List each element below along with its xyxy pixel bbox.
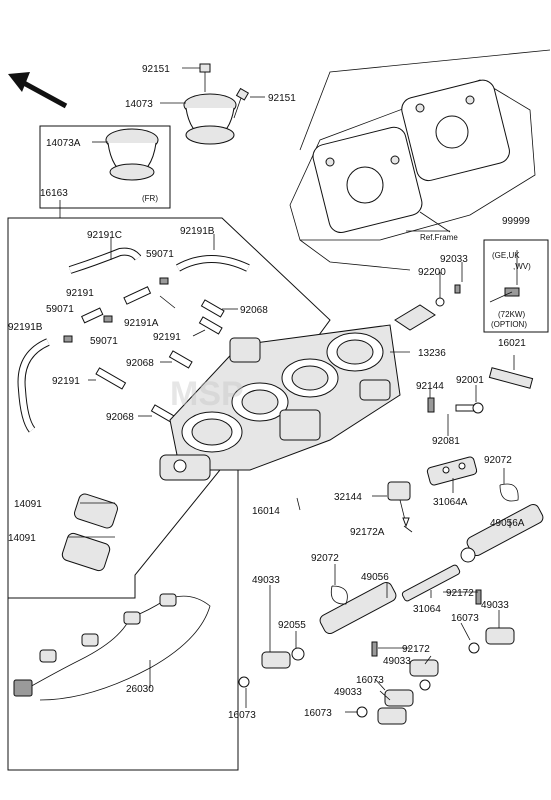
- cover-14091: [61, 493, 118, 572]
- throttle-body-assembly: [159, 324, 401, 481]
- label-92151-right: 92151: [268, 93, 296, 104]
- label-59071-c: 59071: [90, 336, 118, 347]
- label-59071-a: 59071: [146, 249, 174, 260]
- label-16073-b: 16073: [356, 675, 384, 686]
- hose-92191B-top: [176, 255, 250, 272]
- label-wv: ,WV): [513, 262, 531, 271]
- label-14091-a: 14091: [14, 499, 42, 510]
- label-31064A: 31064A: [433, 497, 468, 508]
- bolt-92151-top: [199, 63, 211, 92]
- leader-lines: [68, 67, 518, 713]
- label-14091-b: 14091: [8, 533, 36, 544]
- pipe-31064A: [426, 456, 478, 486]
- hose-92068-b: [168, 350, 193, 369]
- label-14073A: 14073A: [46, 138, 81, 149]
- hose-92191-c: [95, 367, 127, 390]
- label-92151-top: 92151: [142, 64, 170, 75]
- sensor-16021: [488, 287, 534, 389]
- label-92191B-top: 92191B: [180, 226, 215, 237]
- screw-92144-92001: [427, 397, 484, 414]
- label-16073-c: 16073: [228, 710, 256, 721]
- clamp-92072-left: [330, 585, 348, 605]
- label-49033-d: 49033: [334, 687, 362, 698]
- delivery-pipe-49056: [319, 582, 397, 634]
- hose-92191-a: [81, 307, 104, 324]
- label-92172-b: 92172: [402, 644, 430, 655]
- injector-group: [238, 589, 515, 725]
- hose-92191C: [68, 247, 142, 274]
- hose-92191A: [123, 286, 152, 305]
- hose-92068-a: [200, 299, 225, 318]
- fr-variant-box: [39, 125, 171, 209]
- assembly-boundary: [7, 217, 331, 599]
- bolt-92151-right: [233, 87, 250, 119]
- frame-reference-drawing: [289, 49, 551, 271]
- label-49056: 49056: [361, 572, 389, 583]
- hose-92191-b: [198, 316, 223, 335]
- label-92172-a: 92172: [446, 588, 474, 599]
- label-16014: 16014: [252, 506, 280, 517]
- fitting-59071: [63, 277, 169, 343]
- label-92033: 92033: [440, 254, 468, 265]
- label-92068-a: 92068: [240, 305, 268, 316]
- front-direction-arrow-icon: [8, 72, 68, 109]
- bracket-92200: [394, 284, 461, 331]
- label-ge-uk: (GE,UK: [492, 251, 520, 260]
- label-49033-c: 49033: [383, 656, 411, 667]
- sensor-32144: [387, 481, 411, 528]
- label-92068-b: 92068: [126, 358, 154, 369]
- pipe-31064: [401, 564, 461, 602]
- clamp-92072-right: [499, 483, 519, 502]
- label-92200: 92200: [418, 267, 446, 278]
- label-16073-a: 16073: [451, 613, 479, 624]
- harness-boundary: [7, 470, 239, 771]
- watermark: MSP: [170, 375, 244, 413]
- label-92144: 92144: [416, 381, 444, 392]
- hose-92191B-left: [17, 338, 50, 433]
- label-16073-d: 16073: [304, 708, 332, 719]
- label-92191B-left: 92191B: [8, 322, 43, 333]
- delivery-pipe-49056A: [460, 504, 544, 563]
- label-92191-c: 92191: [52, 376, 80, 387]
- label-49033-a: 49033: [252, 575, 280, 586]
- label-99999: 99999: [502, 216, 530, 227]
- label-72kw: (72KW): [498, 310, 525, 319]
- label-49033-b: 49033: [481, 600, 509, 611]
- label-31064: 31064: [413, 604, 441, 615]
- label-92072-left: 92072: [311, 553, 339, 564]
- label-92072-right: 92072: [484, 455, 512, 466]
- label-92055: 92055: [278, 620, 306, 631]
- part-labels: 92151 14073 92151 14073A (FR) 16163 Ref.…: [8, 64, 531, 721]
- label-option: (OPTION): [491, 320, 527, 329]
- label-16163: 16163: [40, 188, 68, 199]
- label-13236: 13236: [418, 348, 446, 359]
- label-16021: 16021: [498, 338, 526, 349]
- label-fr: (FR): [142, 194, 158, 203]
- label-92081: 92081: [432, 436, 460, 447]
- label-32144: 32144: [334, 492, 362, 503]
- option-box: [483, 239, 549, 333]
- label-14073: 14073: [125, 99, 153, 110]
- label-92001: 92001: [456, 375, 484, 386]
- label-92068-c: 92068: [106, 412, 134, 423]
- boot-14073: [183, 93, 237, 145]
- label-92191-a: 92191: [66, 288, 94, 299]
- label-92191C: 92191C: [87, 230, 122, 241]
- label-ref-frame: Ref.Frame: [420, 233, 458, 242]
- label-92191A: 92191A: [124, 318, 159, 329]
- boot-14073A: [105, 128, 159, 181]
- label-26030: 26030: [126, 684, 154, 695]
- label-92191-b: 92191: [153, 332, 181, 343]
- label-92172A: 92172A: [350, 527, 385, 538]
- wiring-harness-26030: [13, 593, 211, 701]
- label-49056A: 49056A: [490, 518, 525, 529]
- label-59071-b: 59071: [46, 304, 74, 315]
